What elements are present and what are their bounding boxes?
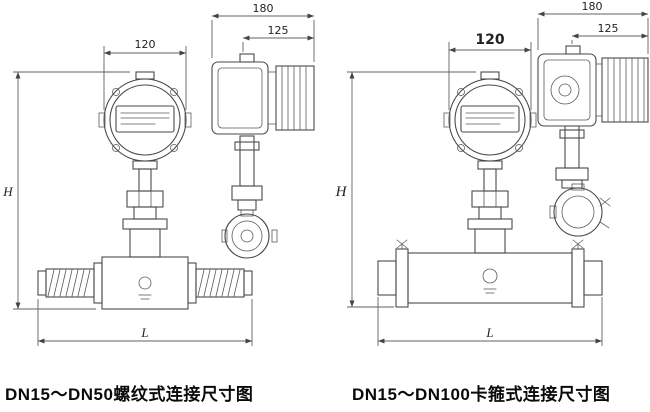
left-dim-offset-label: 125 [268, 24, 289, 37]
right-side-fins [607, 57, 645, 123]
right-dim-height-label: H [335, 184, 348, 200]
left-dim-depth-label: 180 [253, 2, 274, 15]
right-dim-depth-label: 180 [582, 0, 603, 13]
left-thread-hatch [47, 269, 241, 297]
right-side-dimensions: 180 125 [537, 0, 649, 54]
left-front-dimensions: 120 H L [2, 38, 253, 346]
left-dim-width-label: 120 [135, 38, 156, 51]
right-side-view [537, 45, 649, 237]
left-caption: DN15～DN50螺纹式连接尺寸图 [5, 385, 254, 404]
left-side-fins [281, 65, 307, 131]
right-dim-offset-label: 125 [598, 22, 619, 35]
flowmeter-dimension-drawing: 120 H L [2, 0, 649, 346]
right-clamp-wing-nut [599, 197, 611, 229]
right-dim-width-label: 120 [475, 32, 504, 48]
right-dim-length-label: L [485, 325, 493, 340]
right-front-dimensions: 120 H L [335, 32, 603, 346]
left-dim-height-label: H [2, 184, 13, 199]
right-caption: DN15～DN100卡箍式连接尺寸图 [352, 385, 611, 404]
right-front-view-clamp-meter [377, 71, 603, 308]
left-side-view [211, 53, 315, 259]
left-front-view-threaded-meter [37, 71, 253, 310]
left-side-dimensions: 180 125 [211, 2, 315, 62]
left-dim-length-label: L [140, 325, 148, 340]
clamp-wing-nuts [396, 239, 584, 250]
